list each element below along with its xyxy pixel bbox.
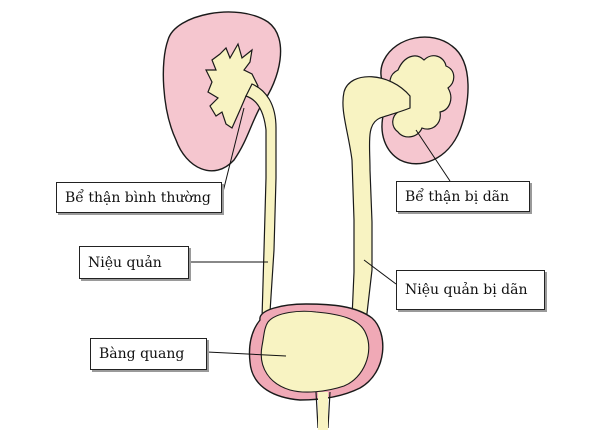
label-bladder: Bàng quang xyxy=(90,338,207,370)
label-dilated-ureter: Niệu quản bị dãn xyxy=(396,270,545,310)
urethra xyxy=(315,391,331,429)
urethra-fill xyxy=(318,392,328,430)
bladder-lumen xyxy=(260,310,370,393)
label-normal-renal-pelvis: Bể thận bình thường xyxy=(56,182,222,213)
right-dilated-ureter xyxy=(342,76,411,323)
label-dilated-renal-pelvis: Bể thận bị dãn xyxy=(396,181,530,212)
leader-bladder xyxy=(206,351,287,357)
leader-dilated-ureter xyxy=(363,259,397,285)
leader-normal-pelvis xyxy=(221,107,245,197)
label-ureter: Niệu quản xyxy=(79,246,189,279)
left-renal-pelvis xyxy=(205,42,259,129)
leader-dilated-pelvis xyxy=(415,129,451,182)
